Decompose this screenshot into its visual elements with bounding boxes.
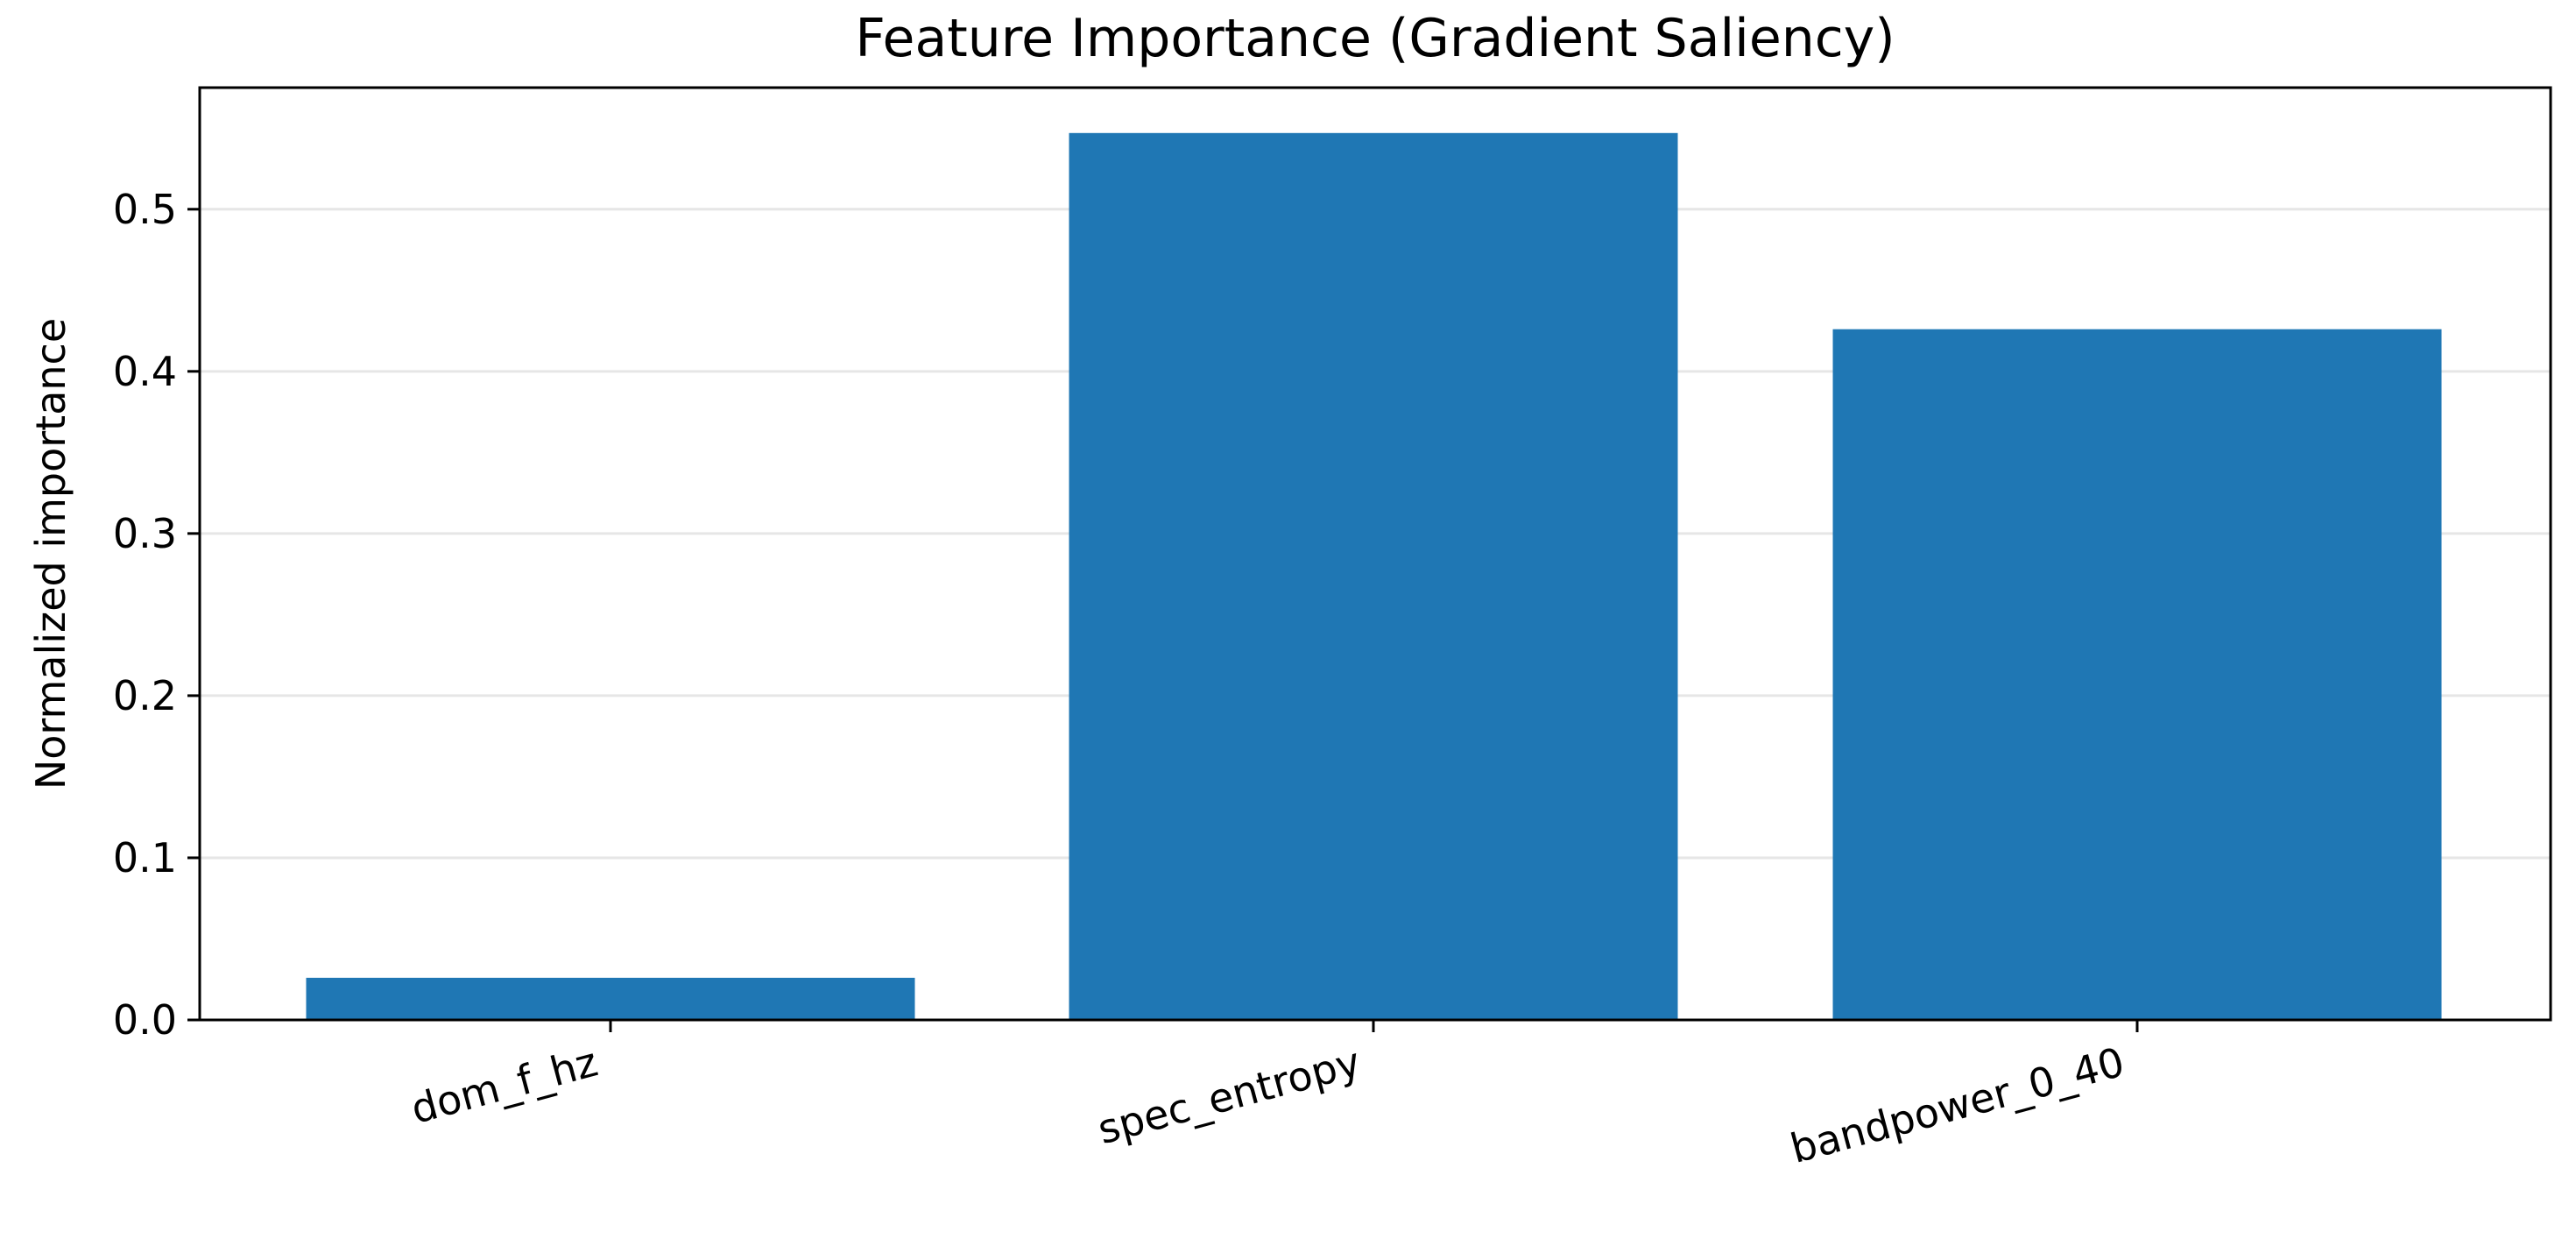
y-axis-label: Normalized importance bbox=[27, 318, 74, 789]
plot-frame bbox=[198, 86, 2552, 1022]
y-tick-label: 0.4 bbox=[113, 348, 177, 395]
y-tick-label: 0.1 bbox=[113, 834, 177, 881]
y-tick-label: 0.0 bbox=[113, 996, 177, 1044]
bar-bandpower-0-40 bbox=[1832, 329, 2442, 1020]
y-axis-ticks: 0.0 0.1 0.2 0.3 0.4 0.5 bbox=[113, 186, 200, 1044]
y-tick-label: 0.5 bbox=[113, 186, 177, 233]
bar-spec-entropy bbox=[1069, 132, 1678, 1020]
y-tick-label: 0.3 bbox=[113, 510, 177, 557]
bars bbox=[306, 132, 2442, 1020]
y-tick-label: 0.2 bbox=[113, 672, 177, 719]
bar-dom-f-hz bbox=[306, 977, 915, 1020]
chart-title: Feature Importance (Gradient Saliency) bbox=[855, 8, 1895, 69]
